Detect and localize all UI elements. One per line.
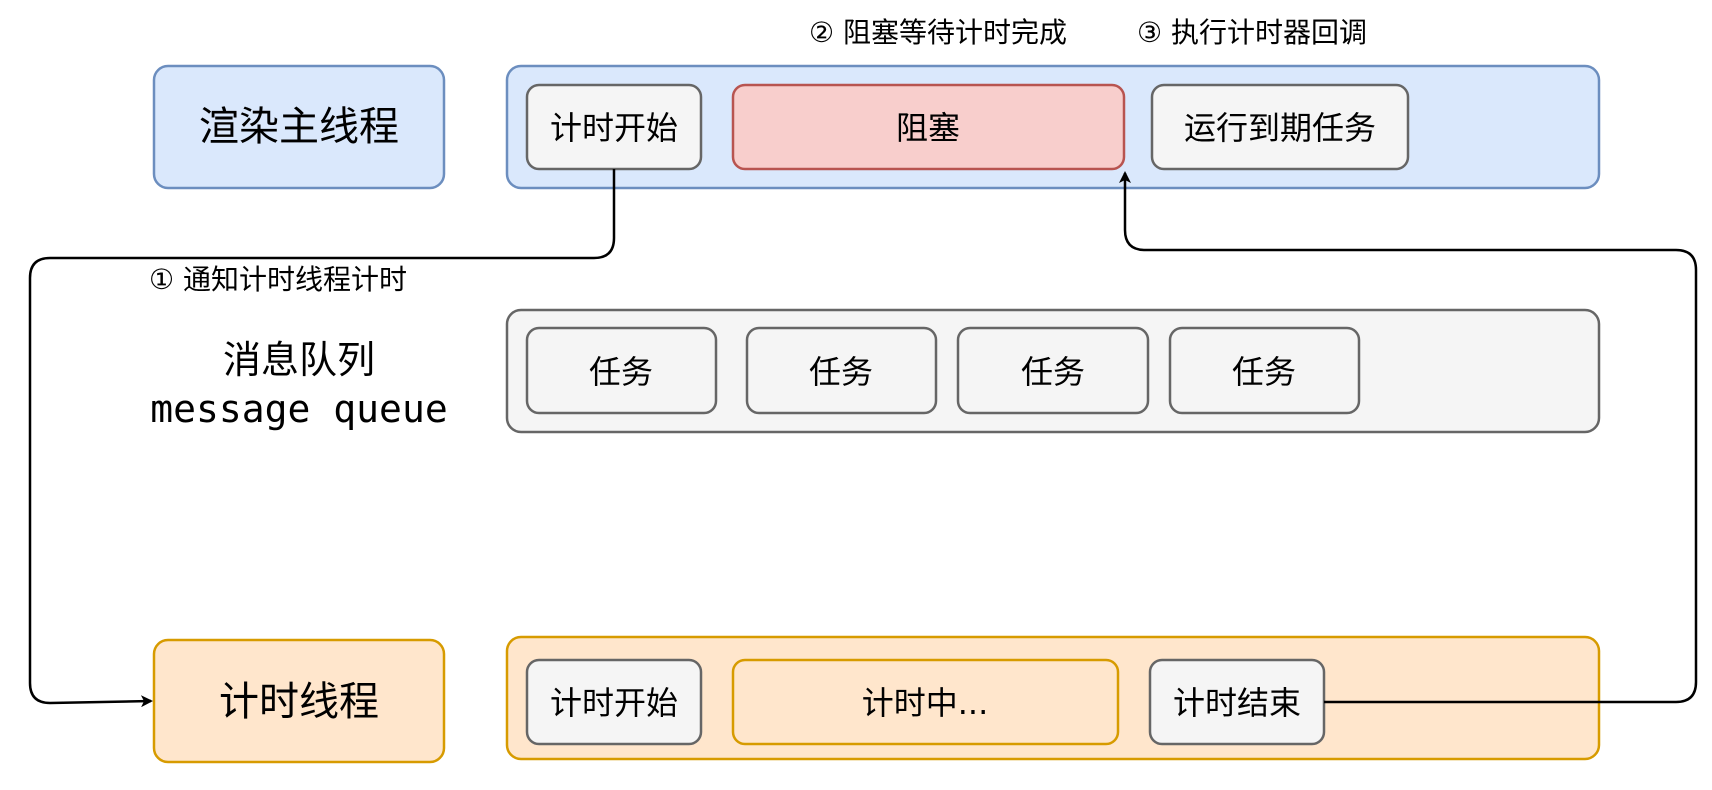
- queue-task-label: 任务: [1021, 353, 1085, 391]
- render-task-blocked: [731, 83, 1126, 171]
- queue-task-label: 任务: [589, 353, 653, 391]
- timer-task-timing-label: 计时中...: [862, 684, 989, 722]
- queue-task: [956, 326, 1150, 415]
- timer-task-end-label: 计时结束: [1173, 684, 1301, 722]
- timer-thread-label: 计时线程: [219, 679, 379, 725]
- message-queue-row: 消息队列 message queue 任务 任务 任务 任务: [150, 308, 1601, 434]
- render-task-blocked-label: 阻塞: [896, 109, 960, 147]
- step-1-label: ① 通知计时线程计时: [149, 263, 407, 296]
- timer-task-timing: [731, 658, 1120, 746]
- queue-task: [745, 326, 938, 415]
- timer-thread-label-box: [152, 638, 446, 764]
- message-queue-label-cn: 消息队列: [223, 338, 375, 382]
- render-thread-row: 渲染主线程 计时开始 阻塞 运行到期任务: [152, 64, 1601, 190]
- queue-task-label: 任务: [809, 353, 873, 391]
- notify-timer-arrow: [28, 169, 616, 708]
- queue-task: [525, 326, 718, 415]
- message-queue-label-en: message queue: [150, 387, 447, 431]
- render-thread-label-box: [152, 64, 446, 190]
- render-task-timer-start-label: 计时开始: [550, 109, 678, 147]
- timer-task-start-label: 计时开始: [550, 684, 678, 722]
- queue-task-label: 任务: [1232, 353, 1296, 391]
- step-2-label: ② 阻塞等待计时完成: [809, 16, 1067, 49]
- callback-arrow: [1119, 171, 1698, 704]
- timer-thread-row: 计时线程 计时开始 计时中... 计时结束: [152, 635, 1601, 764]
- queue-task: [1168, 326, 1361, 415]
- step-3-label: ③ 执行计时器回调: [1137, 16, 1367, 49]
- render-task-run-expired: [1150, 83, 1410, 171]
- render-thread-label: 渲染主线程: [199, 104, 399, 150]
- timer-task-start: [525, 658, 703, 746]
- render-task-run-expired-label: 运行到期任务: [1184, 109, 1376, 147]
